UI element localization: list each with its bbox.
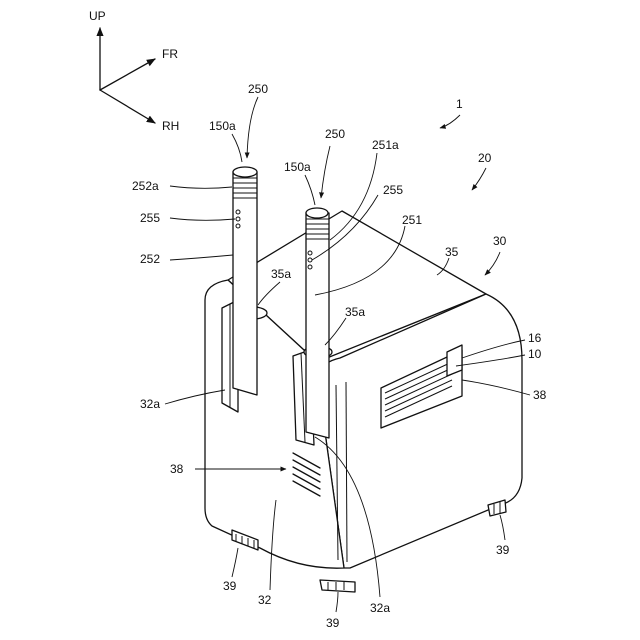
axis-indicator: UP FR RH — [89, 9, 179, 133]
label-250-right: 250 — [325, 127, 345, 141]
label-255-left: 255 — [140, 211, 160, 225]
label-251: 251 — [402, 213, 422, 227]
axis-fr-label: FR — [162, 47, 178, 61]
label-252a: 252a — [132, 179, 159, 193]
label-39-left: 39 — [223, 579, 237, 593]
label-35: 35 — [445, 245, 459, 259]
label-20: 20 — [478, 151, 492, 165]
label-10: 10 — [528, 347, 542, 361]
label-38-left: 38 — [170, 462, 184, 476]
label-32a-left: 32a — [140, 397, 160, 411]
axis-up-label: UP — [89, 9, 106, 23]
label-1: 1 — [456, 97, 463, 111]
label-39-right: 39 — [496, 543, 510, 557]
label-30: 30 — [493, 234, 507, 248]
axis-rh-label: RH — [162, 119, 179, 133]
rod-right-250 — [306, 208, 329, 438]
label-35a-left: 35a — [271, 267, 291, 281]
label-255-right: 255 — [383, 183, 403, 197]
label-39-bottom: 39 — [326, 616, 340, 630]
label-251a: 251a — [372, 138, 399, 152]
label-250-left: 250 — [248, 82, 268, 96]
label-252: 252 — [140, 252, 160, 266]
label-150a-left: 150a — [209, 119, 236, 133]
label-32a-bottom: 32a — [370, 601, 390, 615]
label-150a-right: 150a — [284, 160, 311, 174]
label-16: 16 — [528, 331, 542, 345]
rod-left-250 — [233, 167, 257, 395]
caster-bottom — [320, 580, 355, 592]
label-32: 32 — [258, 593, 272, 607]
label-35a-right: 35a — [345, 305, 365, 319]
label-38-right: 38 — [533, 388, 547, 402]
